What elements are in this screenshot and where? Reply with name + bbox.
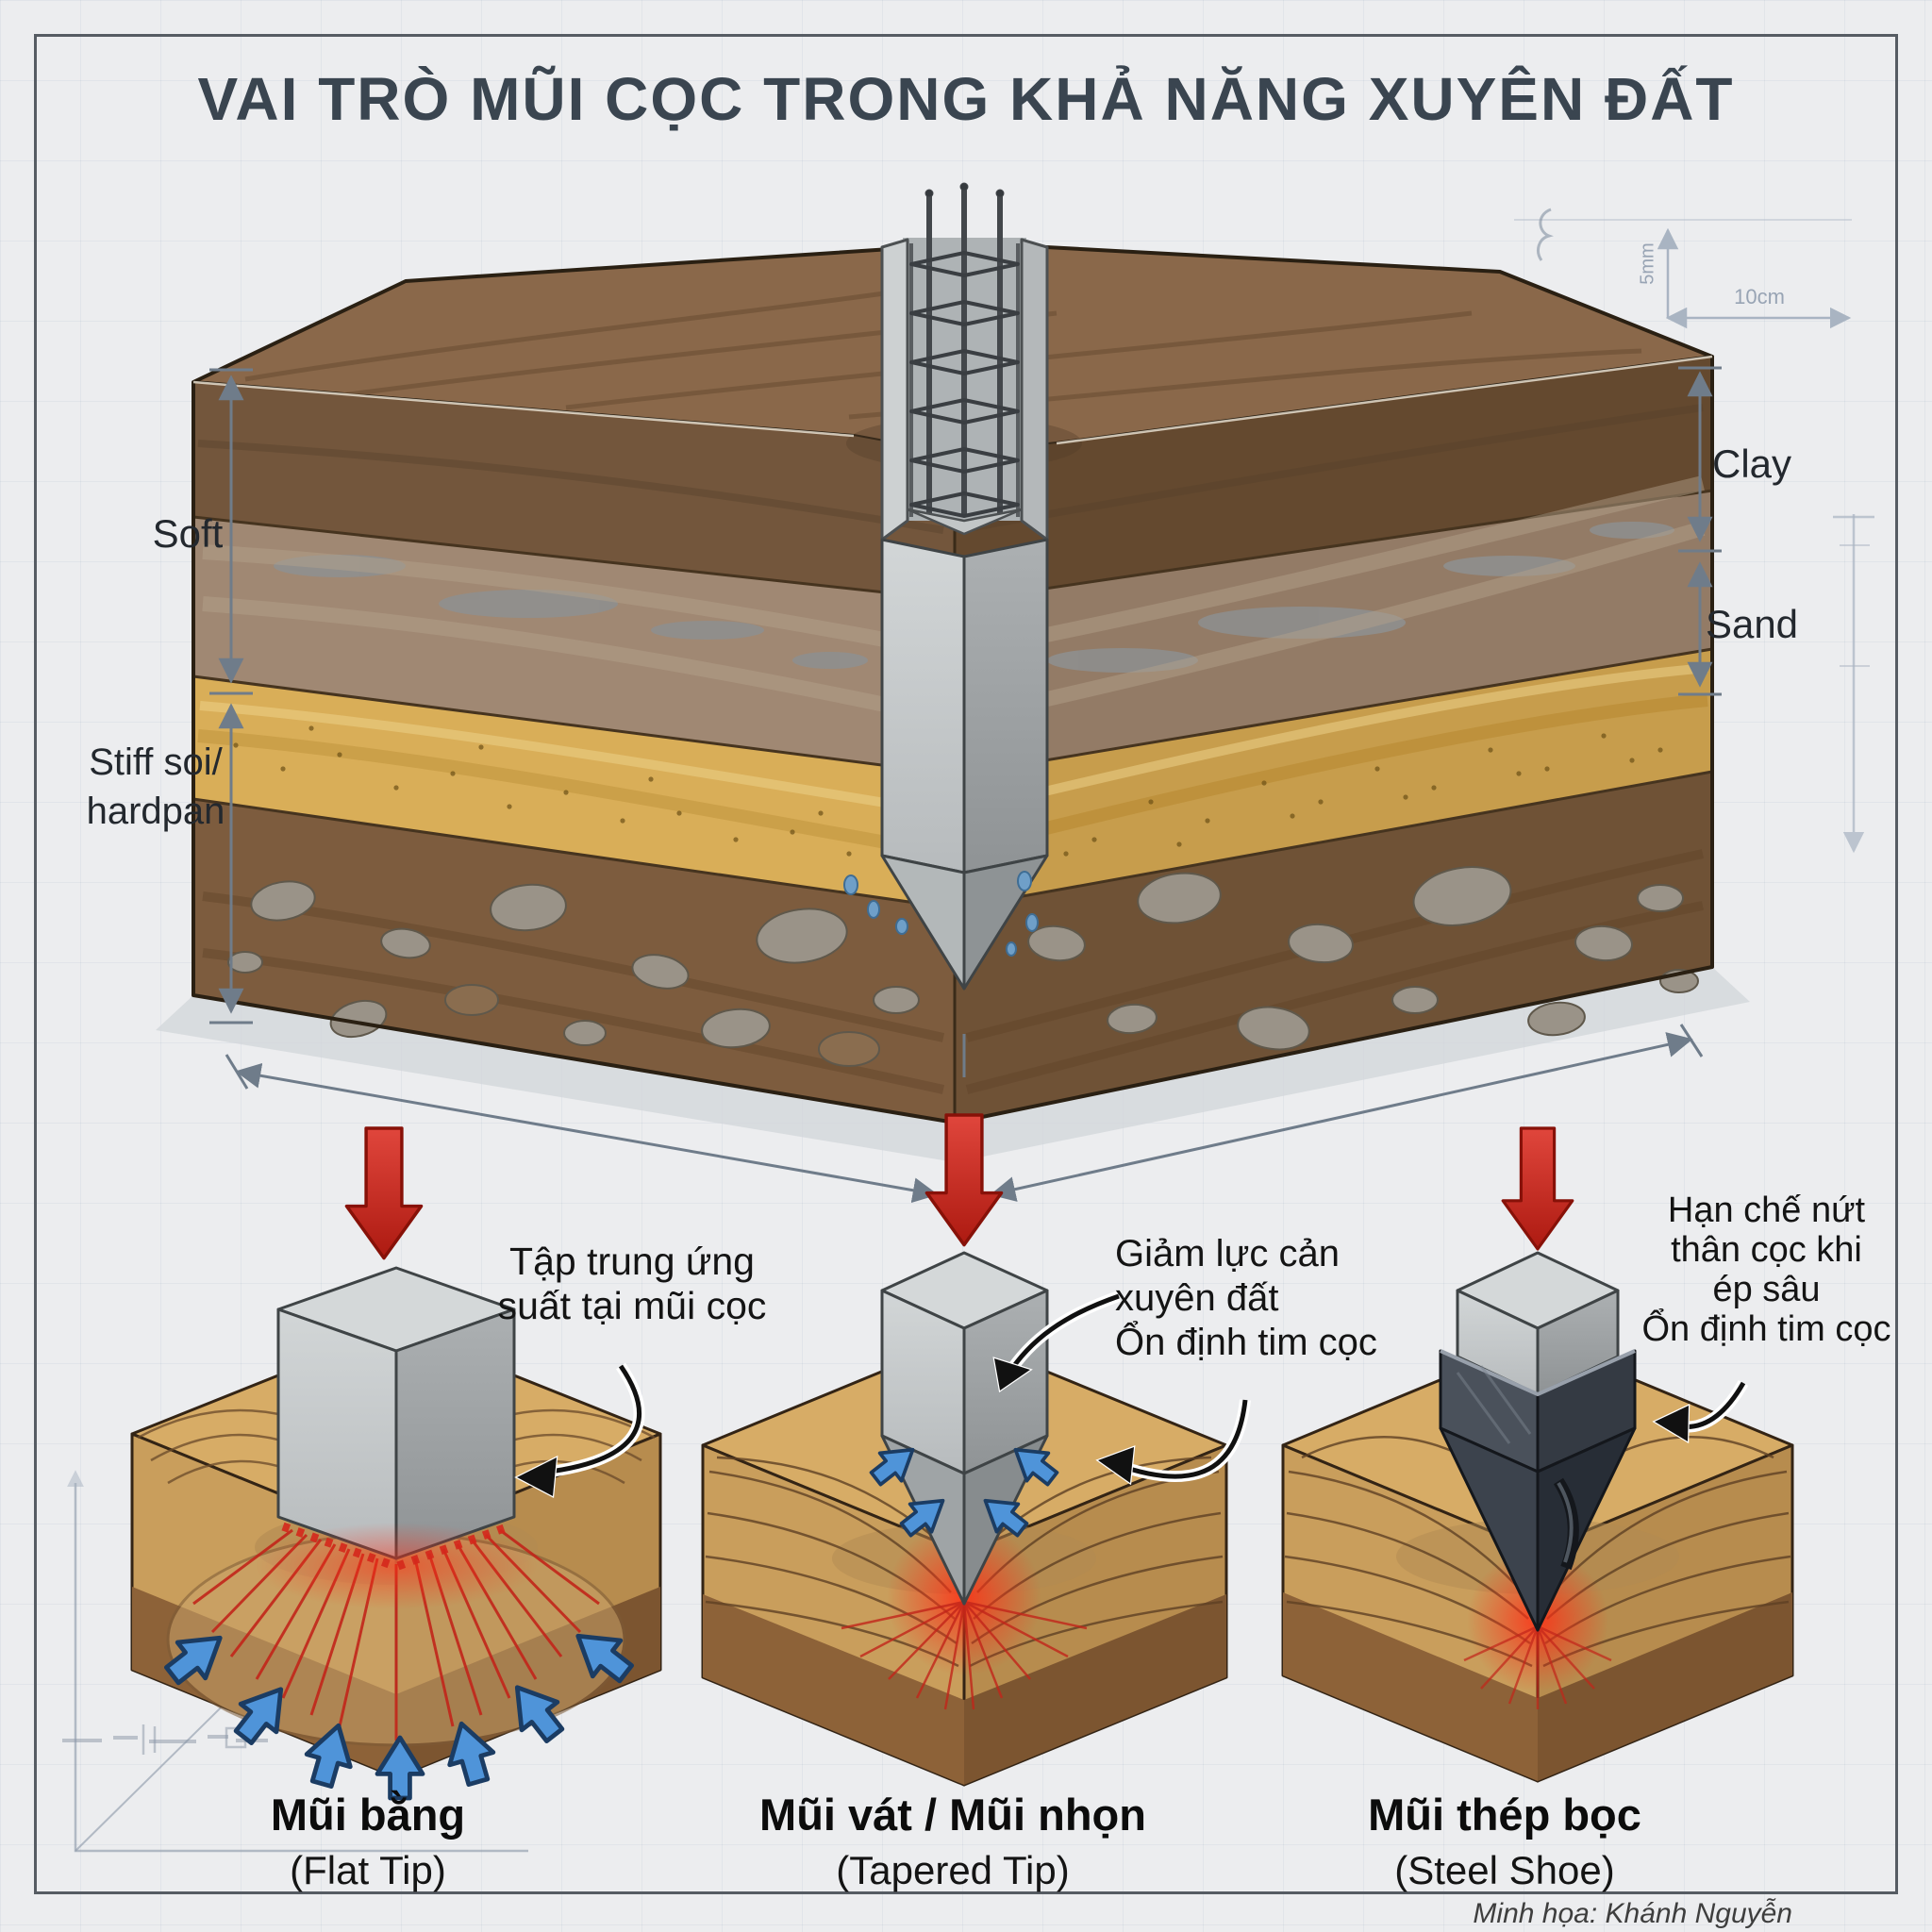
note-tapered-tip-line3: Ổn định tim cọc (1115, 1322, 1377, 1363)
surface-highlight (192, 355, 1713, 445)
layer-label-sand: Sand (1705, 602, 1799, 646)
cube-dark-band-left (1283, 1592, 1538, 1781)
stress-fan-lines (1463, 1624, 1612, 1709)
dimension-lines (209, 366, 1722, 1204)
pile-shaft-right (962, 538, 1049, 874)
load-arrow (344, 1126, 424, 1260)
cube-dark-band-right (964, 1594, 1226, 1785)
caption-tapered-tip-en: (Tapered Tip) (836, 1848, 1070, 1892)
layer-label-stiff-line2: hardpan (86, 791, 225, 832)
note-steel-shoe-line4: Ổn định tim cọc (1641, 1309, 1891, 1349)
note-steel-shoe-line3: ép sâu (1712, 1270, 1821, 1309)
note-steel-shoe-line1: Hạn chế nứt (1667, 1191, 1866, 1230)
note-flat-tip-line2: suất tại mũi cọc (497, 1284, 767, 1327)
clay-streaks (202, 475, 1706, 724)
note-tapered-tip: Giảm lực cản xuyên đất Ổn định tim cọc (1115, 1232, 1426, 1365)
note-flat-tip-line1: Tập trung ứng (509, 1240, 755, 1283)
caption-tapered-tip-vi: Mũi vát / Mũi nhọn (759, 1790, 1146, 1840)
topsoil-band-texture (197, 404, 1704, 534)
panel-tapered-tip (701, 1113, 1228, 1787)
load-arrow (1501, 1126, 1574, 1251)
layer-clay-left (193, 517, 955, 774)
rebar-cage (909, 182, 1020, 518)
note-steel-shoe: Hạn chế nứt thân cọc khi ép sâu Ổn định … (1604, 1191, 1929, 1349)
clay-lenses (274, 522, 1674, 673)
pile-cavity-floor (906, 508, 1024, 536)
layer-hardpan-left (193, 799, 955, 1123)
pile-right-face (394, 1307, 516, 1560)
layer-label-soft: Soft (152, 511, 224, 556)
note-arrow-flat-tip (514, 1362, 645, 1498)
caption-steel-shoe-vi: Mũi thép bọc (1368, 1790, 1641, 1840)
stress-fan-lines (841, 1600, 1088, 1710)
note-arrow-tapered-upper (992, 1291, 1121, 1393)
layer-label-clay: Clay (1711, 441, 1792, 486)
annotation-arrows (514, 1291, 1749, 1498)
layer-label-stiff-line1: Stiff soi/ (89, 741, 223, 783)
panel-flat-tip (130, 1126, 662, 1798)
note-arrow-tapered-lower (1095, 1399, 1251, 1486)
pile (843, 182, 1049, 991)
note-tapered-tip-line2: xuyên đất (1115, 1277, 1279, 1319)
water-droplets (843, 871, 1039, 957)
caption-steel-shoe: Mũi thép bọc (Steel Shoe) (1292, 1789, 1717, 1893)
sand-speckles (233, 725, 1663, 866)
note-steel-shoe-line2: thân cọc khi (1671, 1230, 1862, 1270)
dim-bottom-left (235, 1062, 939, 1204)
pile-wall-left (880, 238, 909, 541)
caption-flat-tip-vi: Mũi bằng (270, 1790, 466, 1840)
page-title: VAI TRÒ MŨI CỌC TRONG KHẢ NĂNG XUYÊN ĐẤT (197, 65, 1735, 133)
pile-shaft-left (880, 538, 966, 874)
blueprint-height-dim: 5mm (1637, 242, 1658, 285)
pile-left-face (276, 1307, 398, 1560)
pile-wall-right (1020, 238, 1049, 541)
note-flat-tip: Tập trung ứng suất tại mũi cọc (467, 1240, 797, 1328)
caption-flat-tip: Mũi bằng (Flat Tip) (156, 1789, 580, 1893)
stress-serration (281, 1522, 511, 1571)
layer-topsoil-left (193, 382, 955, 600)
sand-streaks (197, 663, 1708, 860)
panel-steel-shoe (1281, 1126, 1794, 1783)
cube-dark-band-right (1538, 1592, 1792, 1781)
steel-shoe (1439, 1349, 1637, 1632)
layer-label-stiff: Stiff soi/ hardpan (19, 738, 292, 836)
layer-topsoil-right (955, 357, 1712, 602)
dim-bottom-right (990, 1032, 1693, 1202)
note-tapered-tip-line1: Giảm lực cản (1115, 1233, 1340, 1274)
caption-flat-tip-en: (Flat Tip) (290, 1848, 446, 1892)
cube-dark-band-left (703, 1594, 964, 1785)
credit-line: Minh họa: Khánh Nguyễn (1473, 1898, 1792, 1929)
layer-sand-right (955, 649, 1712, 908)
caption-tapered-tip: Mũi vát / Mũi nhọn (Tapered Tip) (741, 1789, 1165, 1893)
blueprint-width-dim: 10cm (1734, 285, 1785, 308)
caption-steel-shoe-en: (Steel Shoe) (1394, 1848, 1615, 1892)
note-arrow-steel-shoe (1652, 1379, 1749, 1444)
layer-boundaries (192, 489, 1713, 910)
